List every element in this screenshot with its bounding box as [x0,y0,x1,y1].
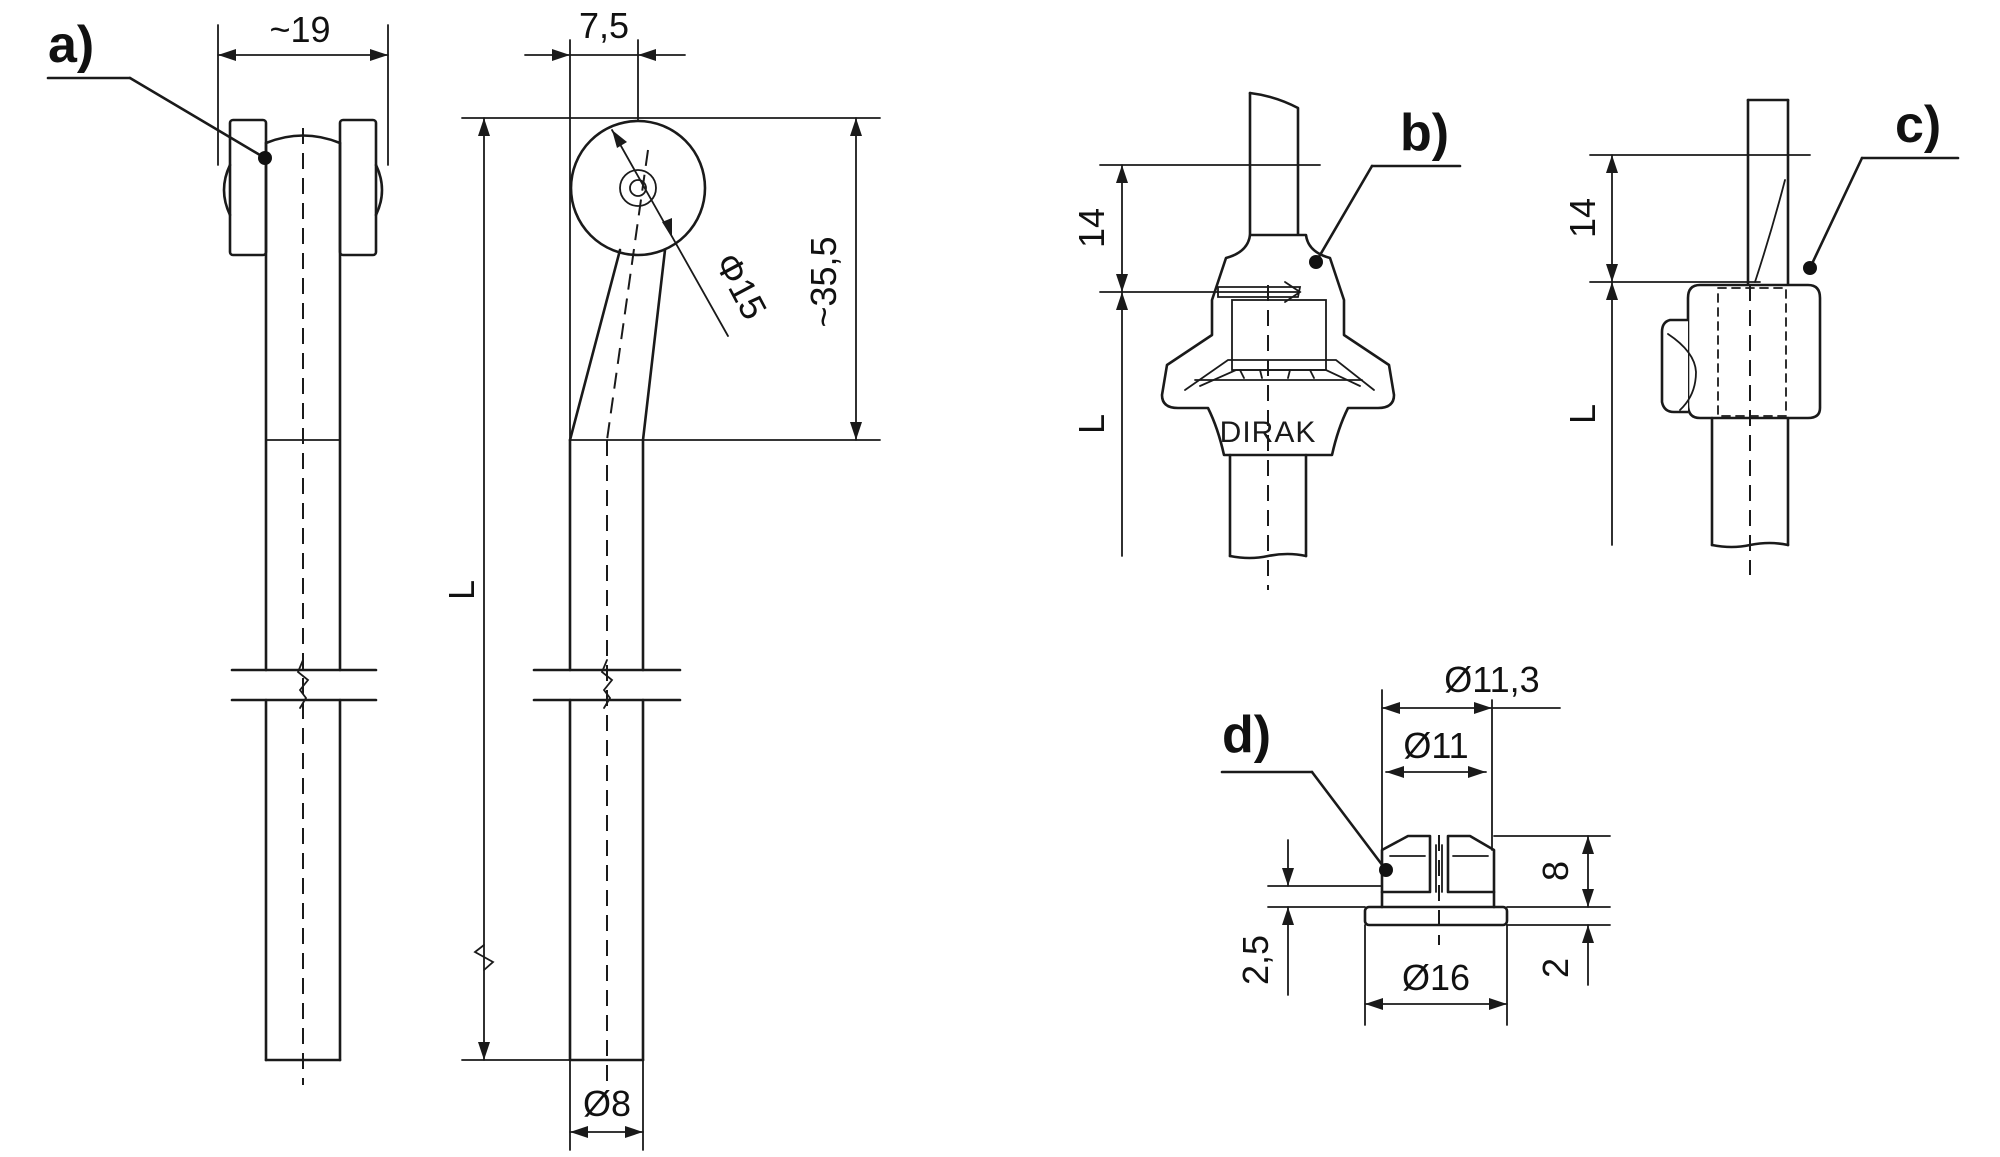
dim-dia-8: Ø8 [583,1083,631,1124]
view-b [1099,91,1462,590]
label-a: a) [48,16,94,74]
dim-d-height-2-5: 2,5 [1235,935,1276,985]
dim-d-height-2: 2 [1535,958,1576,978]
label-c: c) [1895,96,1941,154]
view-d [1220,689,1611,1026]
dim-b-14: 14 [1071,208,1112,248]
dim-d-dia-11: Ø11 [1403,725,1468,766]
dim-height-35-5: ~35,5 [803,236,844,327]
view-a-front [46,24,389,1085]
label-b: b) [1400,104,1449,162]
dim-d-dia-16: Ø16 [1402,957,1470,998]
view-a-side [461,39,881,1151]
label-d: d) [1222,706,1271,764]
dim-d-height-8: 8 [1535,861,1576,881]
view-c [1589,98,1960,575]
dim-dia-15: Φ15 [707,246,775,326]
dim-c-14: 14 [1562,198,1603,238]
dim-offset-7-5: 7,5 [579,5,629,46]
dim-d-dia-11-3: Ø11,3 [1444,659,1539,700]
dim-length-l: L [441,580,482,600]
dim-width-19: ~19 [269,9,330,50]
brand-dirak: DIRAK [1220,416,1317,449]
dim-c-l: L [1562,404,1603,424]
dim-b-l: L [1071,414,1112,434]
